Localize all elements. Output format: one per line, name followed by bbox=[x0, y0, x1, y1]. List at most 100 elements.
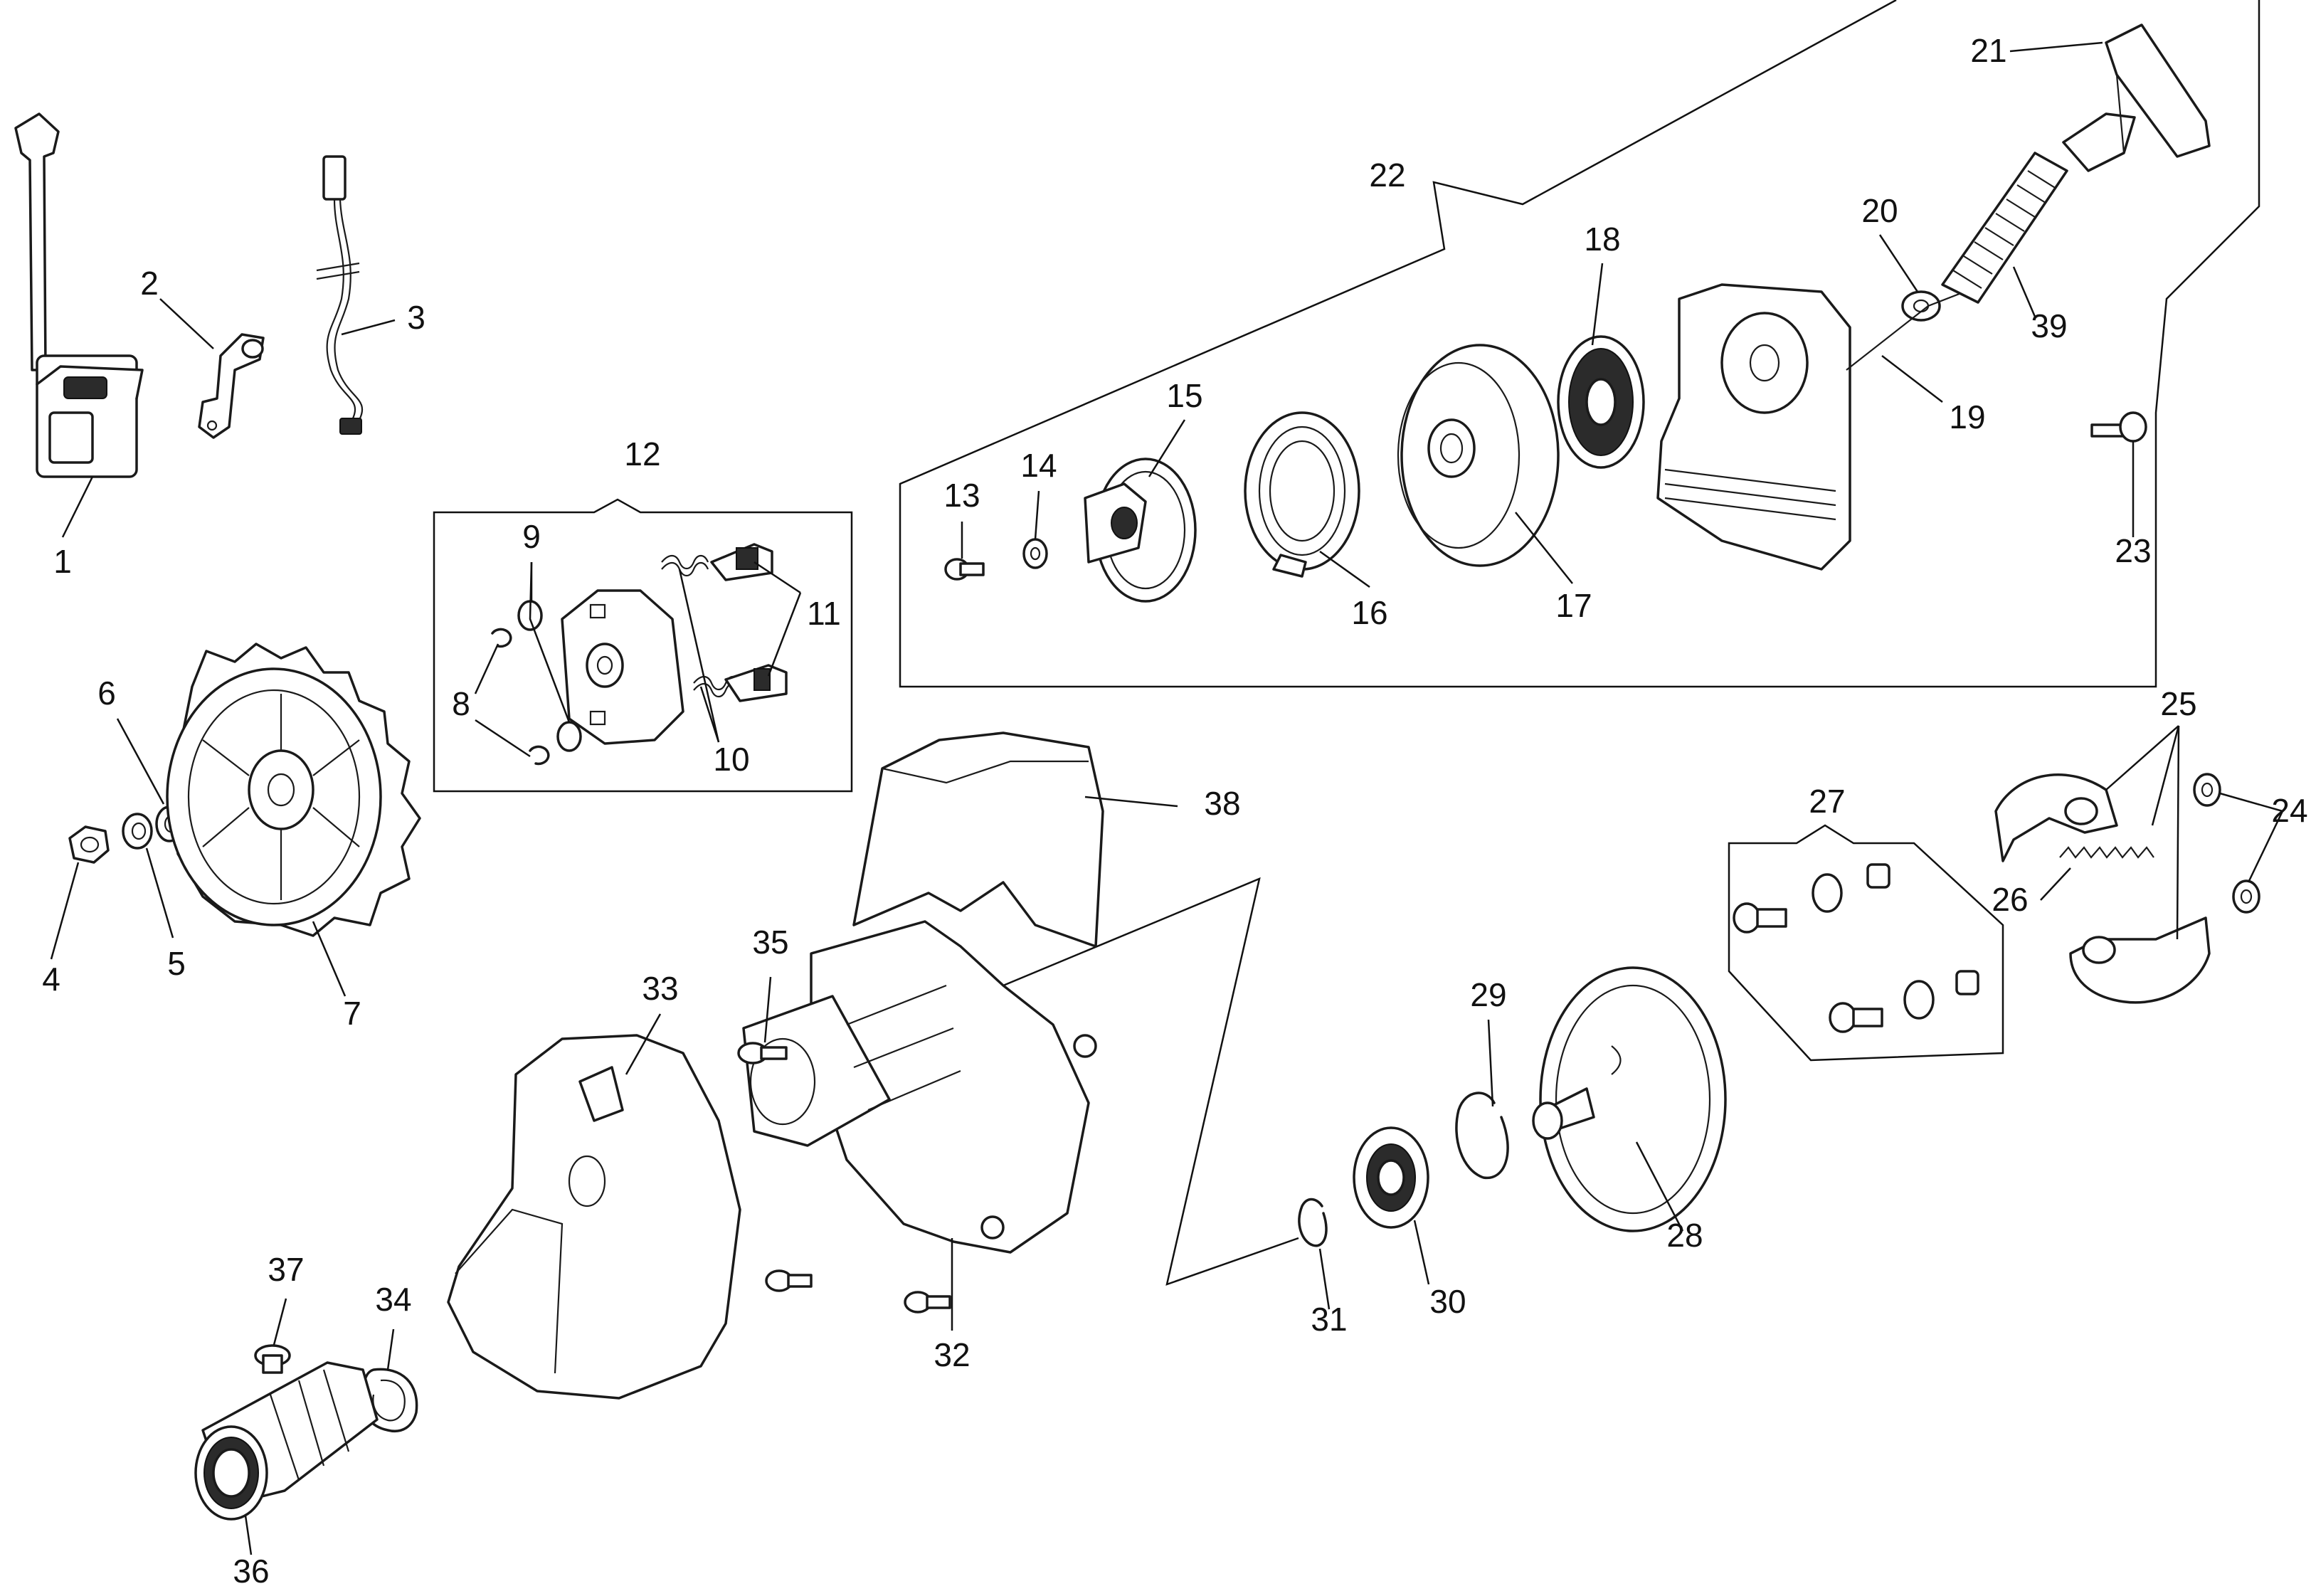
cover-screw-part bbox=[737, 1042, 788, 1064]
callout-5: 5 bbox=[167, 945, 186, 982]
leader-line-11b bbox=[767, 592, 802, 677]
crankcase-part bbox=[742, 920, 1097, 1254]
callout-34: 34 bbox=[375, 1281, 411, 1318]
air-filter-cover-part bbox=[447, 1034, 741, 1400]
callout-9: 9 bbox=[522, 518, 541, 555]
callout-16: 16 bbox=[1351, 594, 1387, 631]
leader-line-21 bbox=[2009, 41, 2103, 53]
crankcase-screw-part bbox=[765, 1269, 951, 1314]
leader-line-31 bbox=[1318, 1248, 1331, 1310]
leader-line-15 bbox=[1148, 419, 1186, 477]
callout-15: 15 bbox=[1166, 377, 1202, 414]
callout-21: 21 bbox=[1970, 32, 2006, 69]
starter-screw-part bbox=[2090, 411, 2147, 443]
circlip-part bbox=[491, 628, 550, 766]
callout-31: 31 bbox=[1311, 1301, 1347, 1338]
leader-line-6 bbox=[116, 718, 165, 805]
callout-25: 25 bbox=[2160, 685, 2196, 722]
clutch-spring-part bbox=[2059, 846, 2154, 859]
leader-line-17 bbox=[1515, 512, 1573, 584]
clutch-drum-part bbox=[1532, 966, 1727, 1232]
flywheel-part bbox=[166, 643, 421, 937]
washer-part bbox=[122, 813, 153, 850]
callout-36: 36 bbox=[233, 1553, 269, 1590]
bearing-part bbox=[1353, 1126, 1429, 1229]
leader-line-35 bbox=[763, 976, 772, 1043]
callout-12: 12 bbox=[624, 435, 660, 472]
starter-handle-part bbox=[2062, 23, 2211, 172]
callout-11: 11 bbox=[807, 595, 841, 632]
starter-washer-part bbox=[1022, 538, 1048, 569]
intake-boot-part bbox=[194, 1361, 379, 1521]
cylinder-cover-part bbox=[852, 731, 1104, 948]
callout-20: 20 bbox=[1861, 192, 1898, 229]
rope-guide-part bbox=[1901, 290, 1941, 322]
clutch-washer-part bbox=[2193, 773, 2260, 914]
callout-10: 10 bbox=[713, 741, 749, 778]
starter-housing-part bbox=[1656, 283, 1851, 571]
ignition-group-frame bbox=[433, 498, 853, 793]
leader-line-25b bbox=[2151, 725, 2180, 826]
leader-line-28 bbox=[1635, 1141, 1684, 1232]
leader-line-9b bbox=[529, 561, 571, 723]
callout-17: 17 bbox=[1555, 587, 1592, 624]
leader-line-37 bbox=[273, 1298, 287, 1346]
callout-19: 19 bbox=[1949, 398, 1985, 435]
callout-18: 18 bbox=[1584, 221, 1620, 258]
callout-35: 35 bbox=[752, 924, 788, 961]
leader-line-4 bbox=[50, 862, 80, 960]
leader-line-8a bbox=[474, 643, 499, 694]
leader-line-3 bbox=[341, 319, 396, 336]
leader-line-24a bbox=[2219, 792, 2283, 813]
leader-line-16 bbox=[1319, 550, 1370, 588]
starter-assembly-frame bbox=[899, 0, 2260, 688]
callout-24: 24 bbox=[2271, 792, 2307, 829]
leader-line-10a bbox=[678, 569, 720, 743]
leader-line-19 bbox=[1881, 355, 1943, 403]
leader-line-24b bbox=[2247, 810, 2284, 883]
pawl-part bbox=[710, 543, 788, 702]
spring-cassette-part bbox=[1244, 411, 1360, 578]
leader-line-36 bbox=[244, 1515, 253, 1555]
callout-3: 3 bbox=[407, 299, 425, 336]
clutch-shoe-part bbox=[1994, 773, 2211, 1004]
rope-spring-part bbox=[1941, 152, 2068, 304]
leader-line-25c bbox=[2176, 725, 2180, 940]
clutch-pin-part bbox=[1733, 863, 1979, 1033]
callout-7: 7 bbox=[343, 995, 361, 1032]
callout-37: 37 bbox=[268, 1251, 304, 1288]
leader-line-38 bbox=[1084, 796, 1178, 808]
leader-line-34 bbox=[386, 1328, 395, 1370]
callout-6: 6 bbox=[97, 675, 116, 712]
clutch-pin-group-frame bbox=[1728, 824, 2004, 1062]
cam-disc-part bbox=[1084, 458, 1197, 603]
callout-33: 33 bbox=[642, 970, 678, 1007]
rewind-spring-part bbox=[1557, 335, 1645, 469]
callout-14: 14 bbox=[1020, 447, 1057, 484]
callout-22: 22 bbox=[1369, 157, 1405, 194]
leader-line-5 bbox=[145, 847, 174, 939]
bracket-part bbox=[198, 333, 265, 439]
drain-plug-part bbox=[254, 1344, 291, 1374]
leader-line-7 bbox=[312, 921, 347, 997]
nut-part bbox=[68, 825, 110, 864]
leader-line-8b bbox=[475, 719, 531, 758]
callout-29: 29 bbox=[1470, 976, 1506, 1013]
leader-line-10b bbox=[699, 686, 720, 743]
leader-line-30 bbox=[1413, 1220, 1430, 1285]
callout-39: 39 bbox=[2031, 307, 2067, 344]
callout-28: 28 bbox=[1666, 1217, 1703, 1254]
leader-line-2 bbox=[159, 298, 214, 349]
crankcase-group-bracket bbox=[1003, 877, 1299, 1286]
leader-line-29 bbox=[1487, 1019, 1494, 1107]
leader-line-25a bbox=[2105, 725, 2179, 791]
screw-part bbox=[944, 558, 985, 581]
callout-27: 27 bbox=[1809, 783, 1845, 820]
bearing-circlip-part bbox=[1298, 1198, 1328, 1247]
callout-23: 23 bbox=[2115, 532, 2151, 569]
rope-pulley-part bbox=[1397, 344, 1560, 567]
callout-38: 38 bbox=[1204, 785, 1240, 822]
leader-line-11a bbox=[753, 561, 801, 594]
callout-8: 8 bbox=[452, 685, 470, 722]
